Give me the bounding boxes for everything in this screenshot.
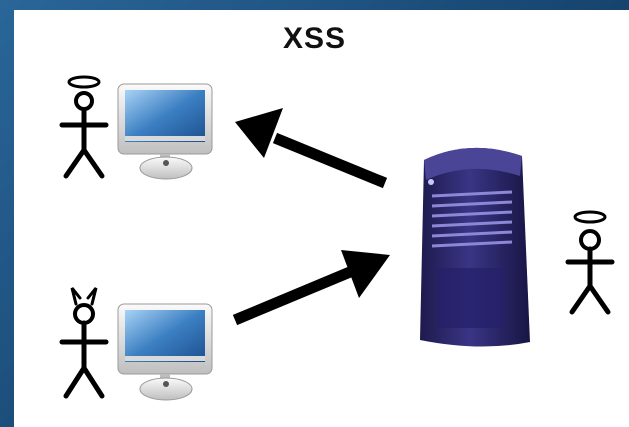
angel-stick-figure-icon [565, 210, 615, 315]
arrow-server-to-user [235, 108, 388, 189]
angel-stick-figure-icon [59, 75, 109, 179]
server-tower-icon [420, 147, 530, 347]
slide-canvas [14, 10, 629, 427]
arrow-attacker-to-server [232, 250, 390, 326]
imac-computer-icon [117, 303, 213, 401]
slide-title: XSS [282, 22, 347, 55]
devil-stick-figure-icon [59, 287, 109, 399]
imac-computer-icon [117, 83, 213, 180]
